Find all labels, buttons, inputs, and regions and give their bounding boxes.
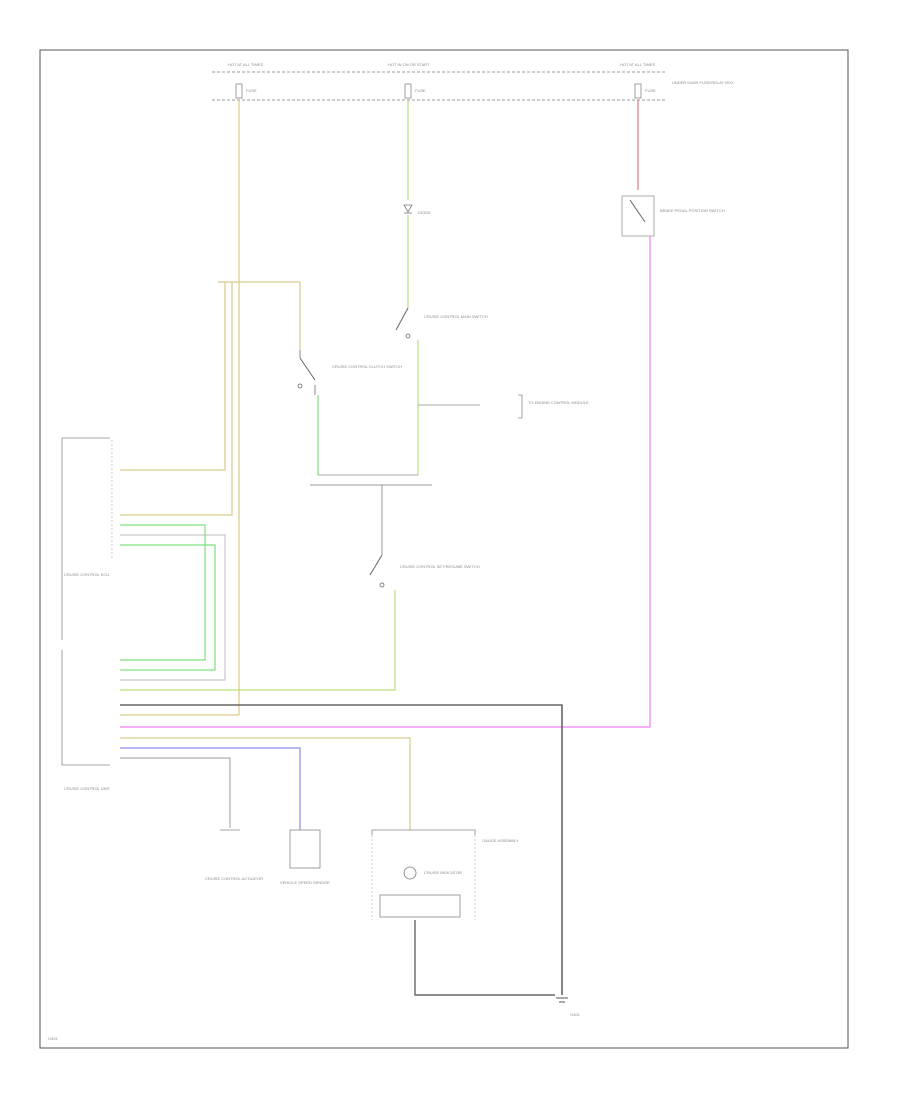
to-ecm-label: TO ENGINE CONTROL MODULE [528,400,589,405]
fuse-icon [634,83,642,99]
ecu-upper: CRUISE CONTROL ECU [61,437,113,640]
clutch-switch-label: CRUISE CONTROL CLUTCH SWITCH [332,364,402,369]
set-resume-label: CRUISE CONTROL SET/RESUME SWITCH [400,564,480,569]
ground-label: G401 [570,1012,581,1017]
ecu-upper-label: CRUISE CONTROL ECU [64,572,109,577]
wire-yellow-branch [239,281,301,350]
fuse-icon [404,83,412,99]
wire-yellow-indicator [120,737,411,830]
vss-label: VEHICLE SPEED SENSOR [280,880,330,885]
wire-pink [120,236,651,728]
fuse-2-top-label: HOT IN ON OR START [388,62,430,67]
wire-gray-actuator [120,757,231,828]
brake-switch-label: BRAKE PEDAL POSITION SWITCH [660,208,725,213]
fuse-3-top-label: HOT AT ALL TIMES [620,62,655,67]
gauge-label: GAUGE ASSEMBLY [482,838,519,843]
fuse-box-label: UNDER DASH FUSE/RELAY BOX [672,80,734,85]
wire-yellow-ecu-1 [120,282,226,471]
diagram-frame [39,49,849,1049]
fuse-2: HOT IN ON OR START FUSE [388,62,430,99]
to-ecm-box: TO ENGINE CONTROL MODULE [518,394,589,419]
diode-label: DIODE [418,210,431,215]
fuse-1-name: FUSE [246,88,257,93]
fuse-3-name: FUSE [645,88,656,93]
fuse-3: HOT AT ALL TIMES FUSE [620,62,656,99]
wire-gauge-ground [414,920,555,996]
ground-symbol: G401 [556,997,581,1017]
wire-yellow-ecu-2 [120,282,233,516]
ecu-lower: CRUISE CONTROL UNIT [61,650,111,791]
wire-blue-vss [120,747,301,830]
indicator-label: CRUISE INDICATOR [424,870,462,875]
indicator-lamp-icon [403,866,417,880]
fuse-1-top-label: HOT AT ALL TIMES [228,62,263,67]
main-switch-label: CRUISE CONTROL MAIN SWITCH [424,314,488,319]
ecu-lower-label: CRUISE CONTROL UNIT [64,786,111,791]
wire-green-loop-2 [120,544,216,671]
actuator: CRUISE CONTROL ACTUATOR [205,829,263,881]
vss: VEHICLE SPEED SENSOR [280,829,330,885]
actuator-label: CRUISE CONTROL ACTUATOR [205,876,263,881]
clutch-switch: CRUISE CONTROL CLUTCH SWITCH [297,350,402,395]
gauge-assembly: GAUGE ASSEMBLY CRUISE INDICATOR [371,829,519,920]
fuse-1: HOT AT ALL TIMES FUSE [228,62,263,99]
main-switch: CRUISE CONTROL MAIN SWITCH [395,307,488,339]
set-resume-switch: CRUISE CONTROL SET/RESUME SWITCH [369,554,480,588]
fuse-2-name: FUSE [415,88,426,93]
diode: DIODE [403,204,431,215]
wire-lightgreen-ecu [120,590,396,691]
wire-gray-loop [120,534,226,681]
brake-pedal-switch: BRAKE PEDAL POSITION SWITCH [621,195,725,237]
fuse-icon [235,83,243,99]
wire-green-loop-1 [120,524,206,661]
wire-darkgray-ground [120,704,563,995]
footer-code: G401 [48,1036,59,1041]
